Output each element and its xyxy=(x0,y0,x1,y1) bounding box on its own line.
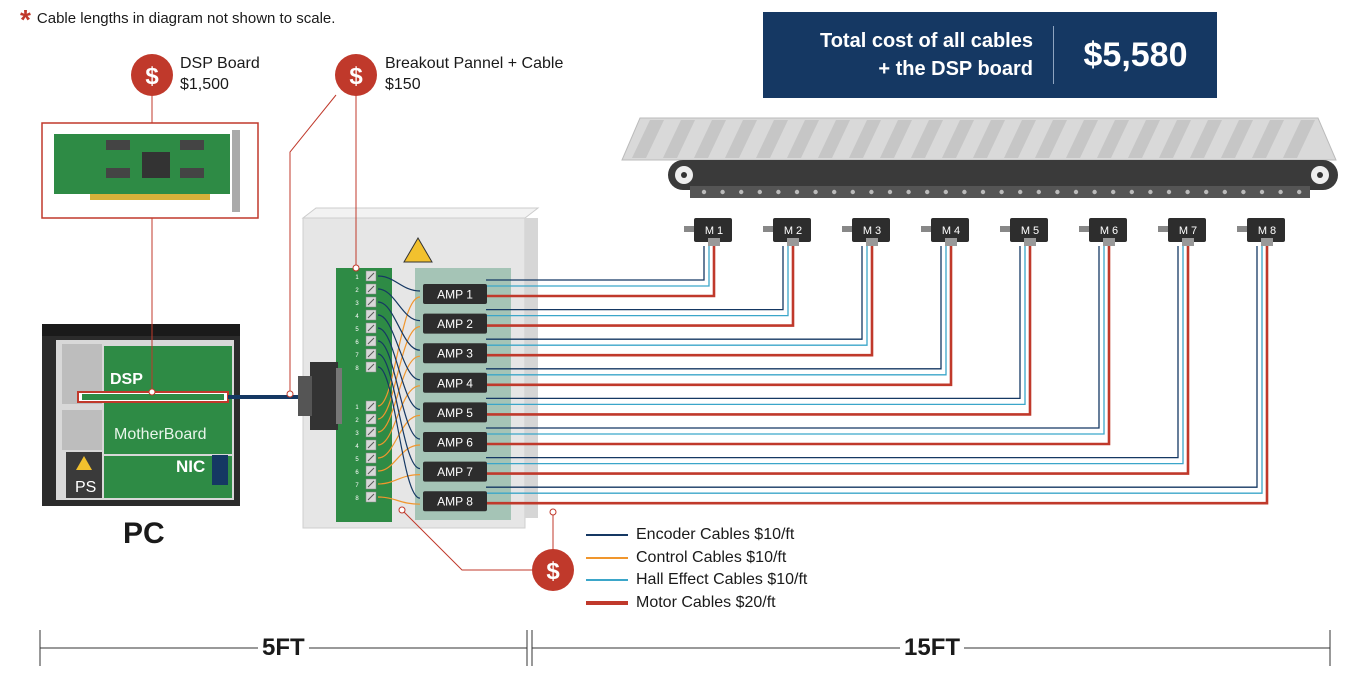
amp-label: AMP 5 xyxy=(437,406,473,420)
motors: M 1 M 2 M 3 M 4 M 5 M 6 M 7 M 8 xyxy=(684,218,1285,246)
breakout-title: Breakout Pannel + Cable xyxy=(385,55,564,72)
total-cost-box: Total cost of all cables + the DSP board… xyxy=(763,12,1217,98)
motor-label: M 2 xyxy=(784,225,802,237)
terminal-number: 2 xyxy=(355,288,359,294)
total-cost-label: Total cost of all cables + the DSP board xyxy=(763,27,1053,83)
db-connector xyxy=(298,362,342,430)
amp-label: AMP 1 xyxy=(437,288,473,302)
motor-block xyxy=(852,218,890,242)
legend-label: Encoder Cables $10/ft xyxy=(636,526,795,544)
amp-block xyxy=(423,343,487,364)
legend-item-motor: Motor Cables $20/ft xyxy=(586,592,807,615)
legend-swatch xyxy=(586,534,628,537)
total-cost-value: $5,580 xyxy=(1083,35,1188,74)
motor-block xyxy=(1168,218,1206,242)
conveyor xyxy=(621,117,1338,198)
amp-label: AMP 8 xyxy=(437,495,473,509)
amp-block xyxy=(423,372,487,393)
amp-label: AMP 3 xyxy=(437,347,473,361)
amp-label: AMP 4 xyxy=(437,376,473,390)
legend-item-control: Control Cables $10/ft xyxy=(586,547,807,570)
motor-label: M 8 xyxy=(1258,225,1276,237)
scale-note-text: Cable lengths in diagram not shown to sc… xyxy=(36,9,336,27)
terminal-number: 6 xyxy=(355,340,359,346)
motor-block xyxy=(931,218,969,242)
scale-note: * Cable lengths in diagram not shown to … xyxy=(20,4,336,35)
terminal-number: 8 xyxy=(355,366,359,372)
amp-block xyxy=(423,491,487,512)
terminal-number: 8 xyxy=(355,496,359,502)
amp-block xyxy=(423,313,487,334)
legend-item-encoder: Encoder Cables $10/ft xyxy=(586,524,807,547)
motor-label: M 5 xyxy=(1021,225,1039,237)
motor-label: M 1 xyxy=(705,225,723,237)
terminal-number: 3 xyxy=(355,301,359,307)
motor-label: M 4 xyxy=(942,225,960,237)
motor-block xyxy=(1247,218,1285,242)
legend-swatch xyxy=(586,579,628,582)
dollar-icon: $ xyxy=(532,549,574,591)
breakout-price: $150 xyxy=(385,76,421,93)
terminal-number: 6 xyxy=(355,470,359,476)
terminal-number: 4 xyxy=(355,314,359,320)
dsp-board-image xyxy=(41,122,259,219)
total-cost-label-line1: Total cost of all cables xyxy=(819,30,1033,52)
pc-case xyxy=(42,324,240,506)
motor-label: M 7 xyxy=(1179,225,1197,237)
legend-swatch xyxy=(586,556,628,559)
amp-block xyxy=(423,402,487,423)
legend-item-hall-effect: Hall Effect Cables $10/ft xyxy=(586,569,807,592)
breakout-callout: Breakout Pannel + Cable $150 xyxy=(385,53,563,95)
pc-motherboard-label: MotherBoard xyxy=(114,426,207,443)
dollar-icon: $ xyxy=(335,54,377,96)
amp-label: AMP 2 xyxy=(437,317,473,331)
dsp-board-callout: DSP Board $1,500 xyxy=(180,53,260,95)
amp-block xyxy=(423,432,487,452)
legend-swatch xyxy=(586,600,628,605)
legend-label: Control Cables $10/ft xyxy=(636,548,787,566)
svg-text:$: $ xyxy=(546,558,560,585)
svg-text:$: $ xyxy=(145,63,159,90)
dsp-board-price: $1,500 xyxy=(180,76,229,93)
motor-label: M 6 xyxy=(1100,225,1118,237)
motor-block xyxy=(1010,218,1048,242)
terminal-number: 5 xyxy=(355,327,359,333)
motor-block xyxy=(1089,218,1127,242)
dimension-lines xyxy=(39,630,1331,666)
terminal-number: 1 xyxy=(355,405,359,411)
motor-block xyxy=(694,218,732,242)
callout-lines xyxy=(148,94,557,571)
motor-label: M 3 xyxy=(863,225,881,237)
dimension-left-label: 5FT xyxy=(258,634,309,662)
svg-text:$: $ xyxy=(349,63,363,90)
dsp-board-title: DSP Board xyxy=(180,55,260,72)
amp-blocks: AMP 1 AMP 2 AMP 3 AMP 4 AMP 5 AMP 6 AMP 7 AMP 8 xyxy=(423,284,487,512)
terminal-number: 7 xyxy=(355,483,359,489)
terminal-number: 2 xyxy=(355,418,359,424)
amp-block xyxy=(423,461,487,482)
asterisk-icon: * xyxy=(20,4,31,35)
amp-label: AMP 7 xyxy=(437,465,473,479)
terminal-number: 1 xyxy=(355,275,359,281)
legend: Encoder Cables $10/ft Control Cables $10… xyxy=(586,524,807,614)
legend-label: Hall Effect Cables $10/ft xyxy=(636,571,808,589)
terminal-number: 7 xyxy=(355,353,359,359)
legend-label: Motor Cables $20/ft xyxy=(636,593,776,611)
terminal-number: 3 xyxy=(355,431,359,437)
motor-block xyxy=(773,218,811,242)
pc-ps-label: PS xyxy=(75,479,97,496)
total-cost-label-line2: + the DSP board xyxy=(878,58,1033,80)
terminal-number: 5 xyxy=(355,457,359,463)
divider xyxy=(1053,26,1054,84)
amp-block xyxy=(423,284,487,304)
dimension-right-label: 15FT xyxy=(900,634,965,662)
amp-label: AMP 6 xyxy=(437,436,473,450)
dollar-icon: $ xyxy=(131,54,173,96)
pc-nic-label: NIC xyxy=(176,457,206,476)
terminal-number: 4 xyxy=(355,444,359,450)
pc-dsp-label: DSP xyxy=(110,371,143,388)
cables xyxy=(228,246,1269,505)
pc-label: PC xyxy=(123,517,165,550)
